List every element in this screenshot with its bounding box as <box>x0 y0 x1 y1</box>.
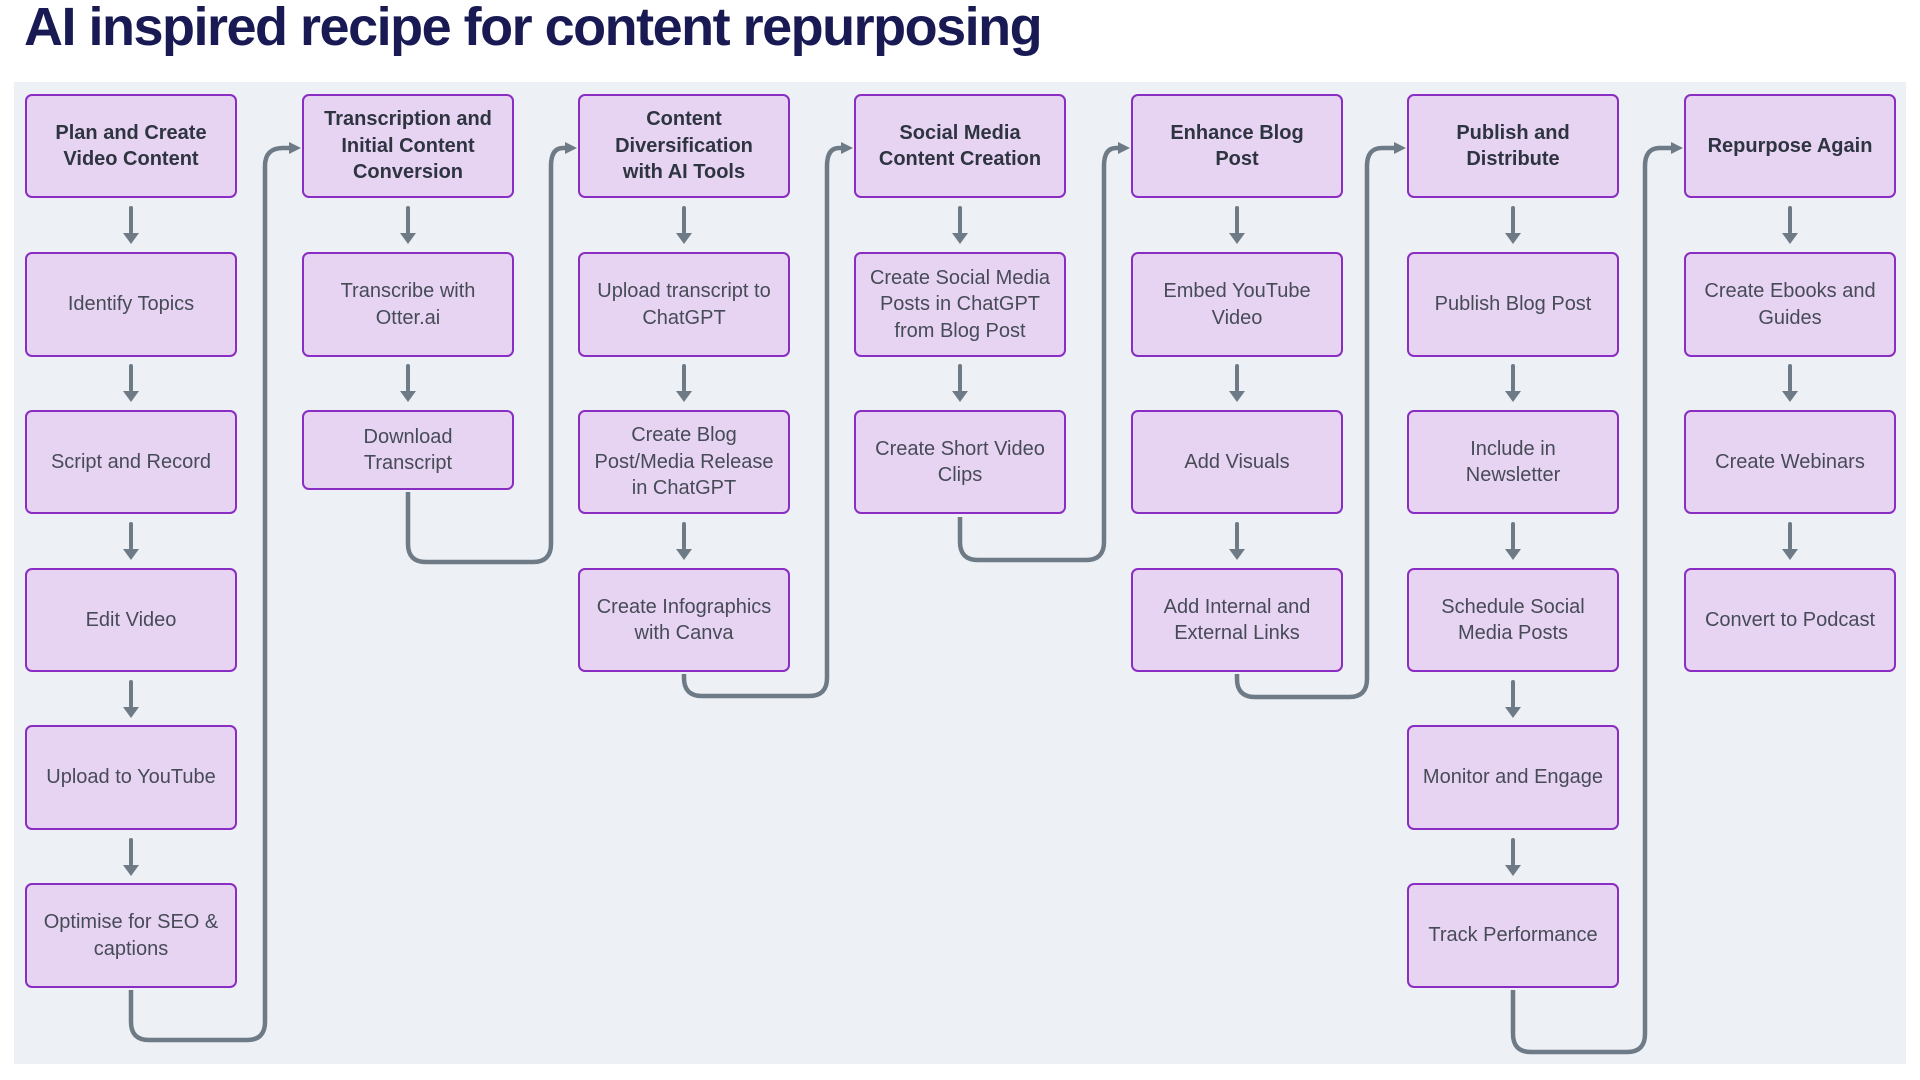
column-publish-distribute: Publish and Distribute Publish Blog Post… <box>1407 82 1619 1064</box>
connector-col4-col5 <box>957 142 1130 563</box>
node-optimise-for-seo-captions: Optimise for SEO & captions <box>25 883 237 988</box>
loop-connectors <box>128 142 1683 1055</box>
node-add-visuals: Add Visuals <box>1131 410 1343 514</box>
arrow-down-icon <box>1235 364 1239 392</box>
arrow-down-icon <box>129 206 133 234</box>
arrow-down-icon <box>1511 364 1515 392</box>
node-create-blog-post-media-release: Create Blog Post/Media Release in ChatGP… <box>578 410 790 514</box>
node-include-in-newsletter: Include in Newsletter <box>1407 410 1619 514</box>
node-identify-topics: Identify Topics <box>25 252 237 357</box>
node-enhance-blog-post: Enhance Blog Post <box>1131 94 1343 198</box>
column-enhance-blog-post: Enhance Blog Post Embed YouTube Video Ad… <box>1131 82 1343 1064</box>
column-social-media-content: Social Media Content Creation Create Soc… <box>854 82 1066 1064</box>
node-monitor-and-engage: Monitor and Engage <box>1407 725 1619 830</box>
arrow-down-icon <box>129 364 133 392</box>
arrow-down-icon <box>1511 522 1515 550</box>
arrow-down-icon <box>1235 522 1239 550</box>
node-create-social-media-posts: Create Social Media Posts in ChatGPT fro… <box>854 252 1066 357</box>
connector-col5-col6 <box>1234 142 1406 700</box>
arrow-down-icon <box>406 206 410 234</box>
node-edit-video: Edit Video <box>25 568 237 672</box>
node-embed-youtube-video: Embed YouTube Video <box>1131 252 1343 357</box>
page-title: AI inspired recipe for content repurposi… <box>24 0 1043 57</box>
node-add-internal-external-links: Add Internal and External Links <box>1131 568 1343 672</box>
node-create-ebooks-and-guides: Create Ebooks and Guides <box>1684 252 1896 357</box>
node-convert-to-podcast: Convert to Podcast <box>1684 568 1896 672</box>
arrow-down-icon <box>129 522 133 550</box>
node-repurpose-again: Repurpose Again <box>1684 94 1896 198</box>
connector-col2-col3 <box>405 142 577 565</box>
arrow-down-icon <box>958 364 962 392</box>
arrow-down-icon <box>958 206 962 234</box>
arrow-down-icon <box>406 364 410 392</box>
arrow-down-icon <box>1511 838 1515 866</box>
arrow-down-icon <box>129 838 133 866</box>
arrow-down-icon <box>682 206 686 234</box>
arrow-down-icon <box>1788 522 1792 550</box>
node-track-performance: Track Performance <box>1407 883 1619 988</box>
arrow-down-icon <box>682 364 686 392</box>
node-script-and-record: Script and Record <box>25 410 237 514</box>
node-schedule-social-media-posts: Schedule Social Media Posts <box>1407 568 1619 672</box>
node-social-media-content-creation: Social Media Content Creation <box>854 94 1066 198</box>
connector-col6-col7 <box>1510 142 1683 1055</box>
node-transcribe-with-otter: Transcribe with Otter.ai <box>302 252 514 357</box>
column-repurpose-again: Repurpose Again Create Ebooks and Guides… <box>1684 82 1896 1064</box>
arrow-down-icon <box>1235 206 1239 234</box>
column-content-diversification: Content Diversification with AI Tools Up… <box>578 82 790 1064</box>
arrow-down-icon <box>1511 680 1515 708</box>
node-publish-blog-post: Publish Blog Post <box>1407 252 1619 357</box>
node-create-infographics-canva: Create Infographics with Canva <box>578 568 790 672</box>
arrow-down-icon <box>1788 364 1792 392</box>
column-transcription: Transcription and Initial Content Conver… <box>302 82 514 1064</box>
connector-col3-col4 <box>681 142 853 699</box>
column-plan-and-create: Plan and Create Video Content Identify T… <box>25 82 237 1064</box>
node-download-transcript: Download Transcript <box>302 410 514 490</box>
node-upload-transcript-chatgpt: Upload transcript to ChatGPT <box>578 252 790 357</box>
node-plan-and-create-video-content: Plan and Create Video Content <box>25 94 237 198</box>
node-content-diversification-ai-tools: Content Diversification with AI Tools <box>578 94 790 198</box>
arrow-down-icon <box>1788 206 1792 234</box>
node-create-short-video-clips: Create Short Video Clips <box>854 410 1066 514</box>
arrow-down-icon <box>682 522 686 550</box>
connector-col1-col2 <box>128 142 301 1043</box>
node-create-webinars: Create Webinars <box>1684 410 1896 514</box>
arrow-down-icon <box>129 680 133 708</box>
arrow-down-icon <box>1511 206 1515 234</box>
node-upload-to-youtube: Upload to YouTube <box>25 725 237 830</box>
node-publish-and-distribute: Publish and Distribute <box>1407 94 1619 198</box>
flowchart-canvas: Plan and Create Video Content Identify T… <box>14 82 1906 1064</box>
node-transcription-initial-conversion: Transcription and Initial Content Conver… <box>302 94 514 198</box>
